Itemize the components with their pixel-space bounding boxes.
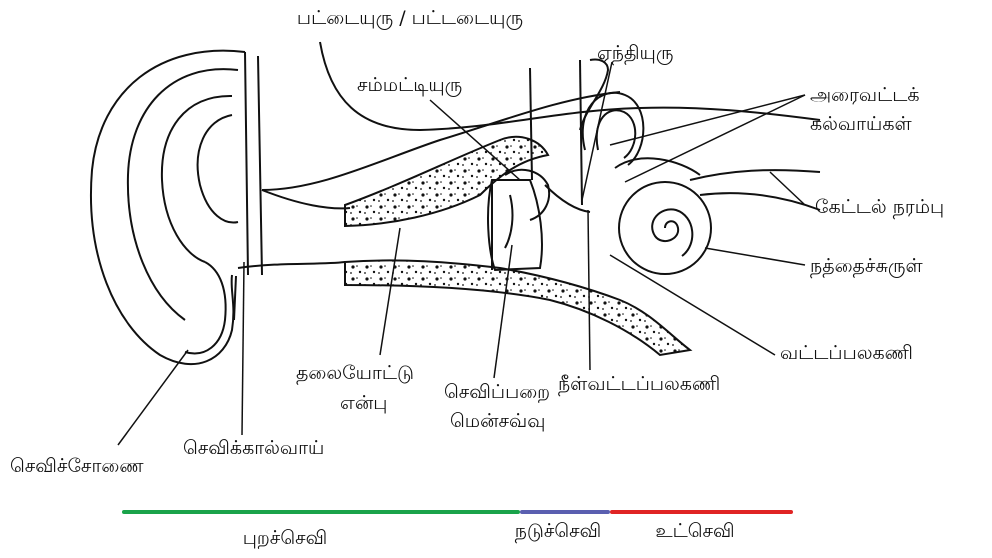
round-window-label: வட்டப்பலகணி (780, 342, 913, 365)
skull-bone-upper (345, 137, 548, 226)
ossicle-titles-label: பட்டையுரு / பட்டடையுரு (297, 7, 523, 30)
oval-window-label: நீள்வட்டப்பலகணி (558, 373, 720, 396)
semicircular-canals-label-2: கல்வாய்கள் (810, 113, 912, 136)
stapes-label: ஏந்தியுரு (597, 42, 673, 65)
auditory-nerve-label: கேட்டல் நரம்பு (815, 196, 944, 219)
ear-canal-shape (234, 190, 350, 320)
head-contour (262, 42, 820, 190)
cochlea-label: நத்தைச்சுருள் (810, 255, 923, 278)
malleus-label: சம்மட்டியுரு (357, 74, 462, 97)
inner-ear-shape (580, 59, 700, 205)
eardrum-label-1: செவிப்பறை (444, 381, 550, 404)
pinna-label: செவிச்சோணை (10, 455, 144, 478)
ear-canal-label: செவிக்கால்வாய் (183, 437, 324, 460)
inner-ear-region-bar (610, 510, 793, 514)
skull-bone-lower (345, 260, 690, 355)
eardrum-label-2: மென்சவ்வு (450, 410, 545, 433)
outer-ear-region-label: புறச்செவி (243, 527, 328, 550)
middle-ear-region-bar (520, 510, 610, 514)
outer-ear-region-bar (122, 510, 520, 514)
semicircular-canals-label-1: அரைவட்டக் (810, 84, 920, 107)
skull-bone-label-1: தலையோட்டு (296, 362, 414, 385)
cochlea-shape (619, 182, 711, 274)
pinna-shape (91, 51, 262, 364)
inner-ear-region-label: உட்செவி (655, 520, 734, 543)
middle-ear-region-label: நடுச்செவி (515, 520, 602, 543)
skull-bone-label-2: என்பு (340, 392, 387, 415)
auditory-nerve-shape (690, 170, 820, 210)
